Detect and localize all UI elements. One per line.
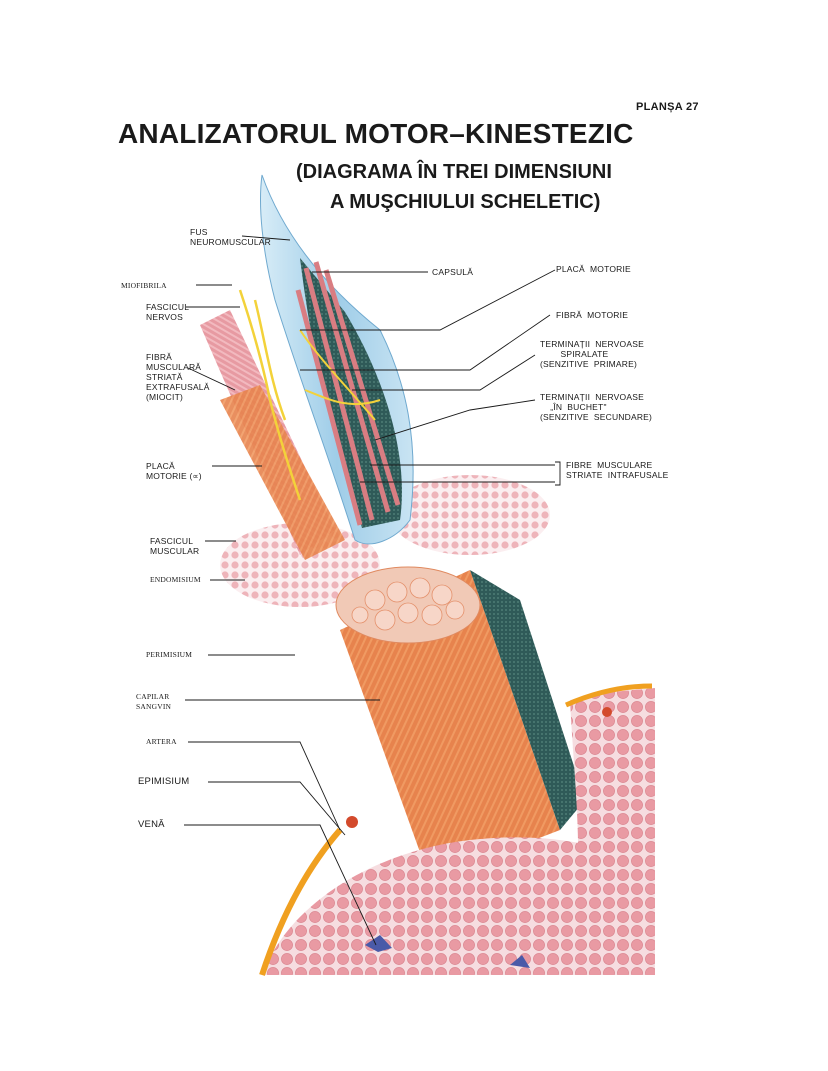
label-terminatii-secundare: TERMINAȚII NERVOASE „ÎN BUCHET" (SENZITI…	[540, 392, 653, 422]
epimisium-band	[259, 828, 343, 976]
page-title: ANALIZATORUL MOTOR–KINESTEZIC	[118, 118, 634, 149]
intrafusal-fibers	[295, 261, 401, 526]
label-fibre-intrafusale: FIBRE MUSCULARE STRIATE INTRAFUSALE	[566, 460, 669, 480]
nerve-fascicle	[238, 289, 302, 501]
subtitle-line-1: (DIAGRAMA ÎN TREI DIMENSIUNI	[296, 161, 612, 183]
label-vena: VENĂ	[138, 819, 165, 830]
label-fascicul-nervos: FASCICUL NERVOS	[146, 302, 190, 322]
label-placa-motorie-alpha: PLACĂ MOTORIE (∝)	[146, 461, 202, 481]
right-cross-section	[560, 688, 655, 975]
label-artera: ARTERA	[146, 737, 177, 746]
label-fascicul-muscular: FASCICUL MUSCULAR	[150, 536, 200, 556]
vein	[365, 935, 392, 952]
label-capilar-sangvin: CAPILAR SANGVIN	[136, 692, 172, 711]
muscle-fascicle-bundle	[340, 570, 560, 880]
label-epimisium: EPIMISIUM	[138, 776, 190, 787]
upper-right-fascicle-section	[390, 475, 550, 555]
artery-right	[602, 707, 612, 717]
leader-lines	[184, 235, 561, 946]
extrafusal-fiber-orange	[220, 385, 345, 560]
plate-number: PLANȘA 27	[636, 101, 699, 113]
vein-small	[510, 955, 530, 968]
subtitle-line-2: A MUŞCHIULUI SCHELETIC)	[330, 191, 601, 213]
label-fibra-extrafusala: FIBRĂ MUSCULARĂ STRIATĂ EXTRAFUSALĂ (MIO…	[146, 352, 210, 402]
label-placa-motorie: PLACĂ MOTORIE	[556, 264, 631, 274]
epimisium-band-right	[564, 683, 653, 708]
label-fus-neuromuscular: FUS NEUROMUSCULAR	[190, 227, 271, 247]
label-capsula: CAPSULĂ	[432, 267, 474, 277]
label-terminatii-primare: TERMINAȚII NERVOASE SPIRALATE (SENZITIVE…	[540, 339, 644, 369]
spindle-nerve-endings	[299, 329, 381, 421]
label-perimisium: PERIMISIUM	[146, 650, 193, 659]
bundle-shadow	[470, 570, 585, 830]
label-fibra-motorie: FIBRĂ MOTORIE	[556, 310, 629, 320]
muscle-cross-section	[262, 837, 655, 975]
artery	[346, 816, 358, 828]
label-endomisium: ENDOMISIUM	[150, 575, 201, 584]
upper-fascicle-section	[220, 523, 380, 607]
label-miofibrila: MIOFIBRILA	[121, 281, 167, 290]
